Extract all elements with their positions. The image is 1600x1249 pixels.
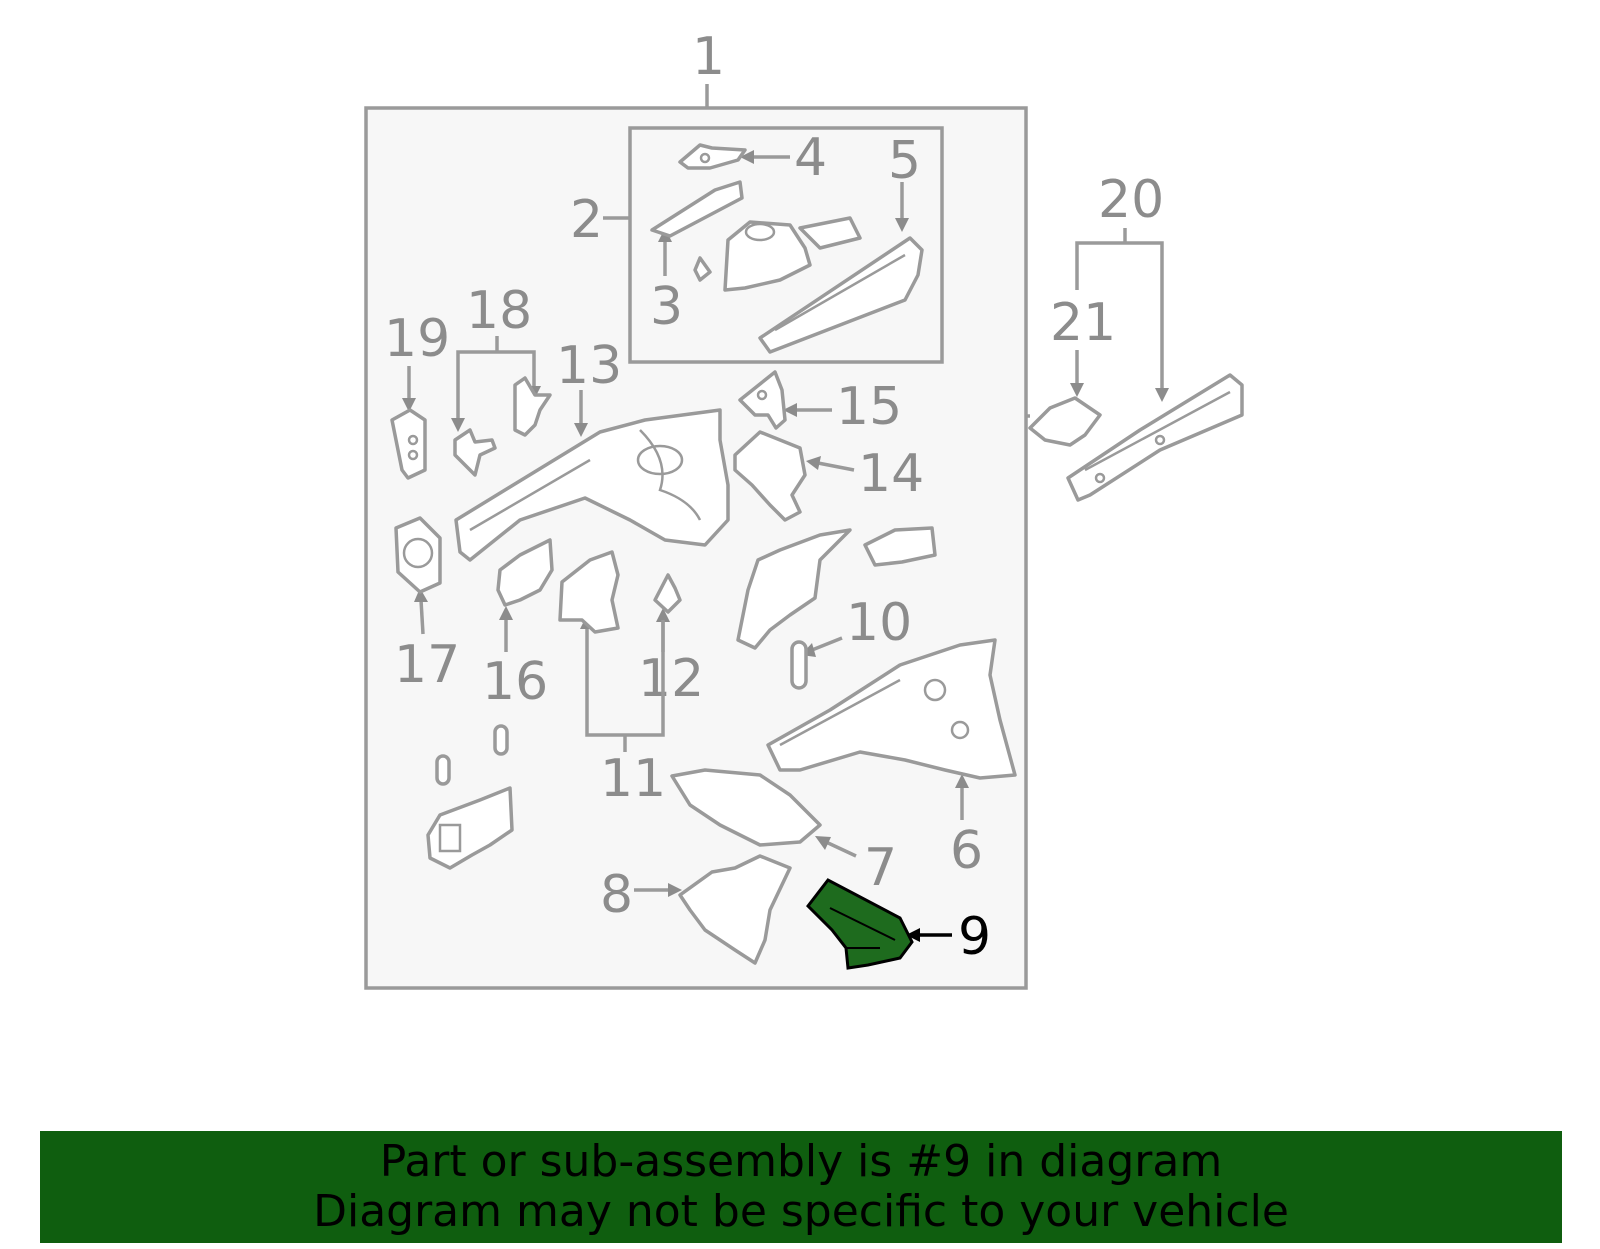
callout-17[interactable]: 17 (394, 635, 460, 695)
part-15[interactable] (738, 370, 787, 430)
part-19[interactable] (390, 408, 427, 480)
info-banner: Part or sub-assembly is #9 in diagram Di… (40, 1131, 1562, 1243)
part-5[interactable] (758, 236, 924, 354)
callout-10[interactable]: 10 (846, 593, 912, 653)
callout-15[interactable]: 15 (836, 377, 902, 437)
part-20-rail[interactable] (1066, 373, 1244, 502)
callout-3[interactable]: 3 (650, 277, 683, 337)
part-8[interactable] (678, 854, 792, 965)
part-10-pin[interactable] (790, 640, 808, 690)
callout-5[interactable]: 5 (888, 131, 921, 191)
part-3[interactable] (650, 180, 744, 282)
callout-20[interactable]: 20 (1098, 170, 1164, 230)
banner-line-1: Part or sub-assembly is #9 in diagram (379, 1136, 1223, 1187)
callout-8[interactable]: 8 (600, 865, 633, 925)
callout-9[interactable]: 9 (958, 907, 991, 967)
part-21[interactable] (1028, 396, 1102, 447)
part-11[interactable] (558, 550, 620, 634)
callout-6[interactable]: 6 (950, 821, 983, 881)
leader-lines (402, 150, 1169, 942)
part-4[interactable] (678, 143, 747, 170)
part-14[interactable] (733, 430, 807, 522)
subassembly-box (628, 126, 944, 364)
callout-4[interactable]: 4 (794, 128, 827, 188)
banner-line-2: Diagram may not be specific to your vehi… (313, 1186, 1289, 1237)
part-apron-center[interactable] (736, 528, 852, 650)
part-2-strut-tower[interactable] (723, 216, 862, 292)
part-7[interactable] (670, 768, 822, 847)
part-17[interactable] (394, 516, 442, 594)
part-pins-left[interactable] (435, 724, 509, 786)
part-18b[interactable] (513, 376, 552, 437)
part-16[interactable] (496, 538, 554, 607)
part-brace-right[interactable] (863, 526, 937, 567)
callout-16[interactable]: 16 (482, 652, 548, 712)
part-13[interactable] (454, 408, 730, 562)
callout-21[interactable]: 21 (1050, 293, 1116, 353)
part-18a[interactable] (453, 428, 497, 477)
callout-14[interactable]: 14 (858, 444, 924, 504)
part-6[interactable] (766, 638, 1017, 780)
part-9[interactable] (806, 878, 914, 970)
part-bracket-lower-left[interactable] (426, 786, 514, 870)
callout-19[interactable]: 19 (384, 309, 450, 369)
callout-11[interactable]: 11 (600, 749, 666, 809)
callout-13[interactable]: 13 (556, 336, 622, 396)
callout-12[interactable]: 12 (638, 649, 704, 709)
callout-2[interactable]: 2 (570, 190, 603, 250)
callout-7[interactable]: 7 (864, 838, 897, 898)
callout-18[interactable]: 18 (466, 281, 532, 341)
part-12[interactable] (653, 573, 682, 614)
callout-1[interactable]: 1 (692, 27, 725, 87)
